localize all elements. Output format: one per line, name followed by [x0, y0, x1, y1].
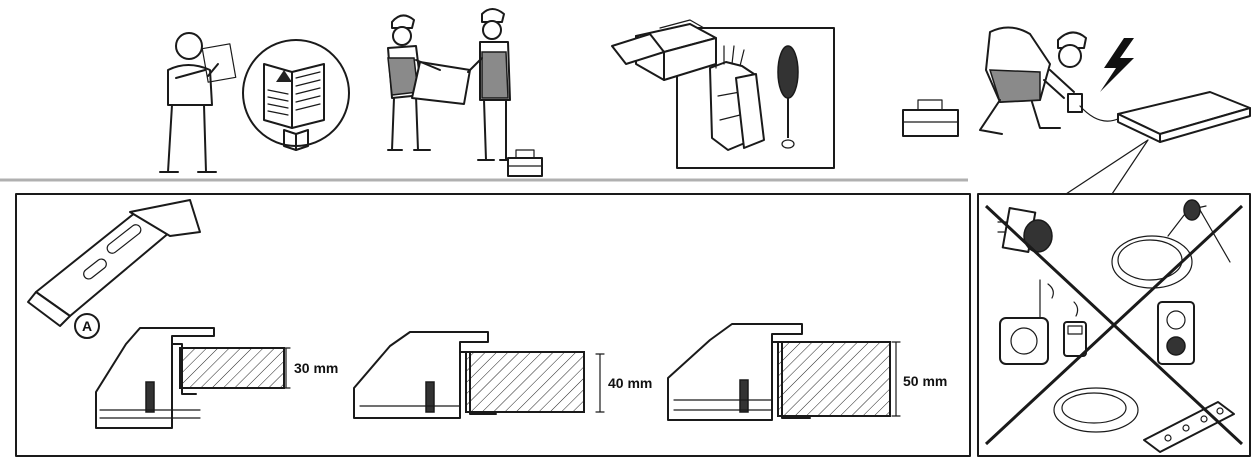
- worker-at-socket-icon: [979, 26, 1121, 135]
- clip-section-30mm: [95, 327, 291, 429]
- svg-text:50 mm: 50 mm: [903, 373, 947, 389]
- clip-section-40mm: [353, 331, 605, 419]
- manual-book-icon: [283, 129, 309, 151]
- no-wireless-socket-icon: [999, 279, 1087, 365]
- no-multi-plug-icon: [1053, 301, 1235, 453]
- clip-section-50mm: [667, 323, 901, 421]
- toolbox-icon: [611, 19, 717, 81]
- thickness-50mm-label: 50 mm: [903, 373, 947, 389]
- thickness-40mm-label: 40 mm: [608, 375, 652, 391]
- manual-zoom-icon: [242, 39, 350, 147]
- toolbox-right-icon: [902, 99, 959, 137]
- clip-a-label: A: [74, 313, 100, 339]
- hob-panel: [1117, 91, 1251, 143]
- thickness-30mm-label: 30 mm: [294, 360, 338, 376]
- manual-reading-person-icon: [159, 32, 237, 173]
- no-adapters-icon: [997, 207, 1053, 253]
- svg-text:40 mm: 40 mm: [608, 375, 652, 391]
- no-extension-cords-icon: [1111, 199, 1231, 289]
- mounting-clip-a-icon: [27, 199, 201, 327]
- prohibited-cross-icon: [984, 204, 1244, 446]
- screwdriver-icon: [777, 45, 799, 149]
- two-workers-carrying-panel-icon: [387, 8, 515, 161]
- electric-bolt-icon: [1100, 38, 1134, 92]
- gloves-icon: [709, 45, 765, 151]
- svg-text:A: A: [82, 318, 92, 334]
- toolbox-small-icon: [507, 149, 543, 177]
- callout-pointer: [1065, 139, 1149, 195]
- svg-text:30 mm: 30 mm: [294, 360, 338, 376]
